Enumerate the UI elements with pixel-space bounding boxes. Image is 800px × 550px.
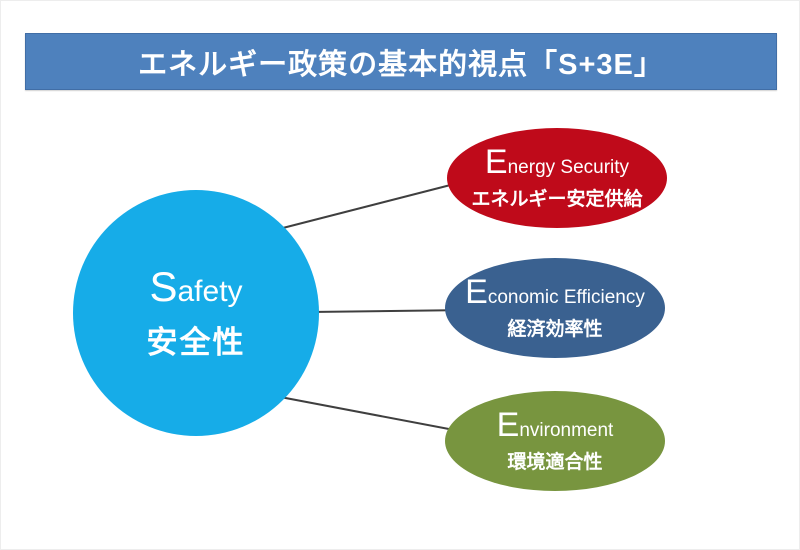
energy-security-label-jp: エネルギー安定供給 xyxy=(471,189,643,210)
safety-label-jp: 安全性 xyxy=(146,324,246,360)
environment-label-en: Environment xyxy=(497,408,614,442)
energy-security-label-rest: nergy Security xyxy=(507,157,630,178)
safety-label-initial: S xyxy=(149,263,178,311)
energy-security-label-en: Energy Security xyxy=(485,145,629,179)
safety-circle: Safety 安全性 xyxy=(73,190,319,436)
economic-efficiency-label-en: Economic Efficiency xyxy=(465,275,645,309)
connector-safety-to-environment xyxy=(274,395,471,434)
safety-label-en: Safety xyxy=(149,264,242,310)
economic-efficiency-ellipse: Economic Efficiency 経済効率性 xyxy=(445,258,665,358)
environment-label-jp: 環境適合性 xyxy=(507,452,603,473)
energy-security-ellipse: Energy Security エネルギー安定供給 xyxy=(447,128,667,228)
safety-label-rest: afety xyxy=(177,275,243,309)
energy-security-label-initial: E xyxy=(484,143,508,181)
connector-safety-to-economic-efficiency xyxy=(309,309,471,313)
page-title: エネルギー政策の基本的視点「S+3E」 xyxy=(138,48,664,81)
environment-label-rest: nvironment xyxy=(519,420,614,441)
environment-label-initial: E xyxy=(496,406,520,444)
economic-efficiency-label-initial: E xyxy=(465,273,488,311)
environment-ellipse: Environment 環境適合性 xyxy=(445,391,665,491)
economic-efficiency-label-rest: conomic Efficiency xyxy=(487,287,645,308)
title-banner: エネルギー政策の基本的視点「S+3E」 xyxy=(25,33,777,90)
connector-safety-to-energy-security xyxy=(274,179,471,231)
economic-efficiency-label-jp: 経済効率性 xyxy=(507,319,603,340)
